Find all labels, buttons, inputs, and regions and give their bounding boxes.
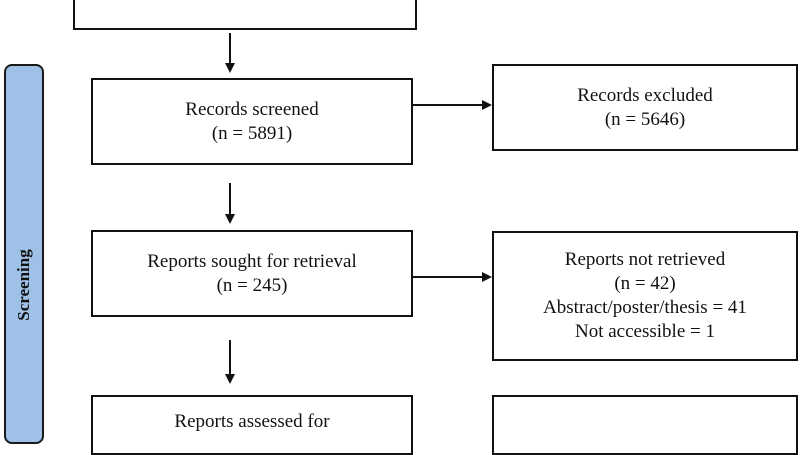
reports-not-retrieved-title: Reports not retrieved	[564, 249, 726, 270]
reports-not-retrieved-detail-abstract: Abstract/poster/thesis = 41	[543, 297, 747, 318]
reports-sought-count: (n = 245)	[216, 274, 288, 296]
flow-arrows	[225, 33, 492, 384]
identification-box-partial	[73, 0, 417, 30]
reports-sought-title: Reports sought for retrieval	[147, 250, 357, 272]
reports-not-retrieved-detail-access: Not accessible = 1	[575, 321, 715, 342]
reports-not-retrieved-box: Reports not retrieved (n = 42) Abstract/…	[492, 231, 798, 361]
reports-not-retrieved-count: (n = 42)	[614, 273, 676, 294]
records-screened-count: (n = 5891)	[211, 122, 293, 144]
records-excluded-box: Records excluded (n = 5646)	[492, 64, 798, 151]
records-excluded-count: (n = 5646)	[604, 108, 686, 130]
screening-phase-bar	[4, 64, 44, 444]
reports-sought-box: Reports sought for retrieval (n = 245)	[91, 230, 413, 317]
records-screened-box: Records screened (n = 5891)	[91, 78, 413, 165]
records-screened-title: Records screened	[185, 98, 319, 120]
records-excluded-title: Records excluded	[577, 84, 713, 106]
